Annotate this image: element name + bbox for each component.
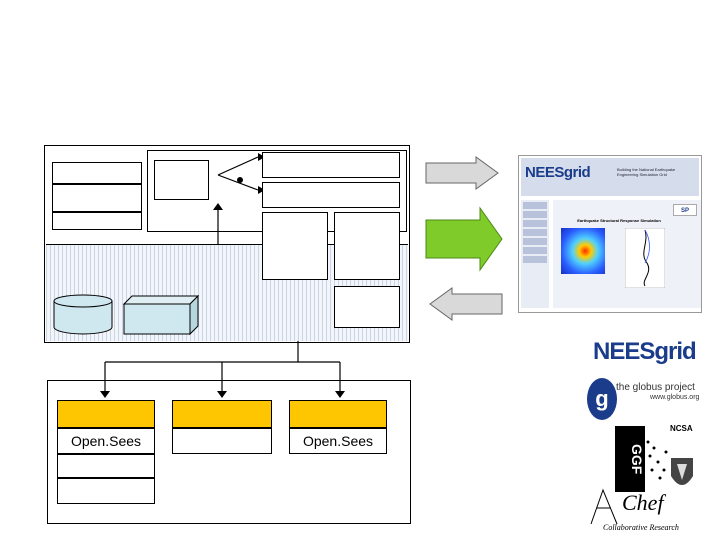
ncsa-logo: NCSA [670, 424, 693, 433]
portal-brand: NEESgrid [525, 164, 591, 181]
right-arrow-green [425, 206, 503, 272]
compute-node-label-1: Open.Sees [57, 428, 155, 454]
compute-node-header-3 [289, 400, 387, 428]
left-stack-box-2 [52, 184, 142, 212]
university-shield-icon [671, 458, 693, 485]
neesgrid-logo: NEESgrid [593, 338, 697, 365]
portal-sidebar [521, 200, 549, 308]
portal-partner-logo: SP [673, 204, 697, 216]
heatmap-plot [561, 228, 605, 274]
portal-main: Earthquake Structural Response Simulatio… [553, 200, 701, 308]
chef-logo-subtitle: Collaborative Research [603, 523, 679, 532]
right-arrow-gray [425, 156, 499, 190]
left-stack-box-3 [52, 212, 142, 230]
portal-screenshot: NEESgrid Building the National Earthquak… [518, 155, 702, 313]
database-icon [53, 294, 113, 335]
chef-drawing-icon [590, 488, 618, 525]
compute-frame [47, 380, 411, 524]
portal-tagline: Building the National Earthquake Enginee… [617, 167, 676, 177]
compute-node-header-2 [172, 400, 272, 428]
left-stack-box-1 [52, 162, 142, 184]
portal-banner: NEESgrid Building the National Earthquak… [521, 158, 699, 196]
compute-node-header-1 [57, 400, 155, 428]
chef-logo: Chef [622, 490, 664, 515]
right-service-box-1 [262, 152, 400, 178]
ggf-logo: GGF [615, 426, 645, 492]
ggf-dots-icon [646, 440, 668, 480]
service-box [154, 160, 209, 200]
response-plot [625, 228, 665, 288]
right-service-box-2 [262, 182, 400, 208]
lower-right-box [334, 286, 400, 328]
server-frame [44, 145, 410, 343]
tall-box-right [334, 212, 400, 280]
globus-logo-text: the globus project [616, 382, 695, 393]
storage-box-icon [122, 294, 200, 336]
globus-logo-icon: g [587, 378, 617, 420]
compute-node-label-3: Open.Sees [289, 428, 387, 454]
compute-node-label-2 [172, 428, 272, 454]
compute-node-slot-1b [57, 478, 155, 504]
tall-box-left [262, 212, 328, 280]
portal-panel-title: Earthquake Structural Response Simulatio… [577, 218, 661, 223]
globus-logo-url: www.globus.org [650, 394, 700, 401]
compute-node-slot-1a [57, 454, 155, 478]
left-arrow-gray [429, 287, 503, 321]
